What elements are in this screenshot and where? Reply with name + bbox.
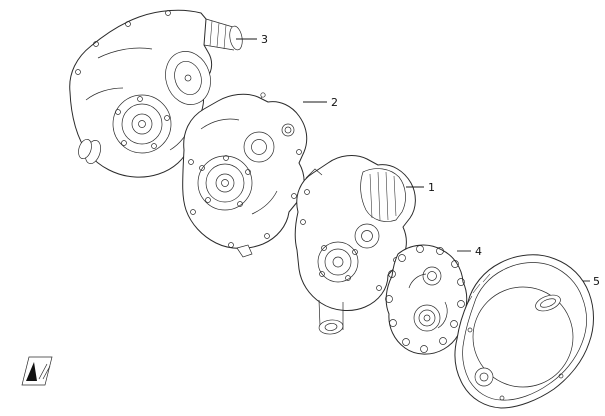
part-5-vent-oval-inner bbox=[540, 298, 556, 308]
part-4-upper-bore bbox=[427, 271, 437, 281]
part-5-lower-bore bbox=[479, 372, 489, 382]
part-4-upper-boss bbox=[422, 266, 442, 286]
part-1-shaft-boss bbox=[354, 223, 380, 249]
brand-logo-stripes bbox=[38, 363, 51, 380]
part-2-bolt-holes bbox=[188, 149, 302, 248]
part-1-cylinder-bottom-bore bbox=[324, 323, 338, 331]
part-2-small-bore bbox=[284, 126, 292, 134]
part-5-rim-hatch bbox=[465, 273, 491, 307]
part-1-cylinder-bottom bbox=[318, 319, 344, 335]
part-3-clutch-opening bbox=[165, 51, 211, 105]
part-3-bearing-boss bbox=[112, 94, 172, 154]
part-4-slots bbox=[408, 273, 448, 329]
part-1-bearing-ring bbox=[324, 248, 352, 276]
callout-2: 2 bbox=[303, 96, 338, 109]
part-3-lower-boss-2 bbox=[78, 138, 92, 160]
part-3-left-side-cover bbox=[69, 9, 243, 178]
part-5-lower-boss bbox=[474, 367, 494, 387]
part-2-bearing-ring bbox=[205, 163, 245, 203]
part-3-cylinder-lines bbox=[203, 18, 235, 51]
callout-1-label: 1 bbox=[428, 181, 435, 194]
part-1-crankcase-right-half bbox=[294, 155, 416, 335]
part-2-small-boss bbox=[281, 123, 295, 137]
part-1-bearing-center bbox=[332, 256, 344, 268]
part-4-hub-ring bbox=[418, 309, 436, 327]
part-2-shaft-bore bbox=[251, 139, 267, 155]
part-4-hub bbox=[413, 304, 441, 332]
callout-4: 4 bbox=[457, 245, 482, 258]
part-2-crankcase-left-half bbox=[182, 92, 308, 258]
callout-3-label: 3 bbox=[261, 33, 268, 46]
part-3-clutch-opening-inner bbox=[174, 60, 202, 96]
part-1-top-bracket bbox=[305, 168, 323, 179]
part-5-outer-side-cover bbox=[454, 254, 594, 409]
part-2-shaft-boss bbox=[243, 131, 275, 163]
part-4-inner-cover-plate bbox=[385, 244, 468, 355]
part-5-dome-circle bbox=[472, 286, 574, 388]
part-2-ribs bbox=[200, 118, 278, 215]
callout-4-label: 4 bbox=[475, 245, 482, 258]
callout-5: 5 bbox=[583, 275, 600, 288]
part-2-bearing-bore bbox=[215, 173, 235, 193]
part-1-shaft-bore bbox=[361, 230, 373, 242]
callout-5-label: 5 bbox=[593, 275, 600, 288]
part-3-cylinder-hatch bbox=[209, 20, 227, 50]
part-1-bolt-holes bbox=[300, 189, 399, 291]
part-3-bolt-holes bbox=[75, 10, 171, 149]
part-1-bearing-boss bbox=[317, 241, 359, 283]
part-4-perimeter-holes bbox=[385, 245, 465, 353]
part-3-bearing-center bbox=[138, 120, 146, 128]
callout-2-label: 2 bbox=[331, 96, 338, 109]
part-3-bearing-bore bbox=[131, 113, 153, 135]
part-4-body bbox=[385, 244, 468, 355]
callout-1: 1 bbox=[406, 181, 435, 194]
part-3-clutch-center bbox=[184, 74, 192, 82]
callout-3: 3 bbox=[236, 33, 268, 46]
part-4-hub-center bbox=[423, 314, 431, 322]
part-5-small-holes bbox=[467, 327, 564, 401]
part-3-cylinder-end bbox=[229, 25, 243, 51]
part-1-stator-fins bbox=[369, 171, 397, 221]
part-5-inner-contour bbox=[462, 262, 587, 401]
part-3-bearing-ring bbox=[121, 103, 163, 145]
part-2-bottom-tab bbox=[236, 244, 253, 258]
brand-logo-arrow-icon bbox=[26, 362, 37, 381]
part-2-bearing-center bbox=[221, 179, 229, 187]
brand-logo bbox=[21, 356, 53, 386]
